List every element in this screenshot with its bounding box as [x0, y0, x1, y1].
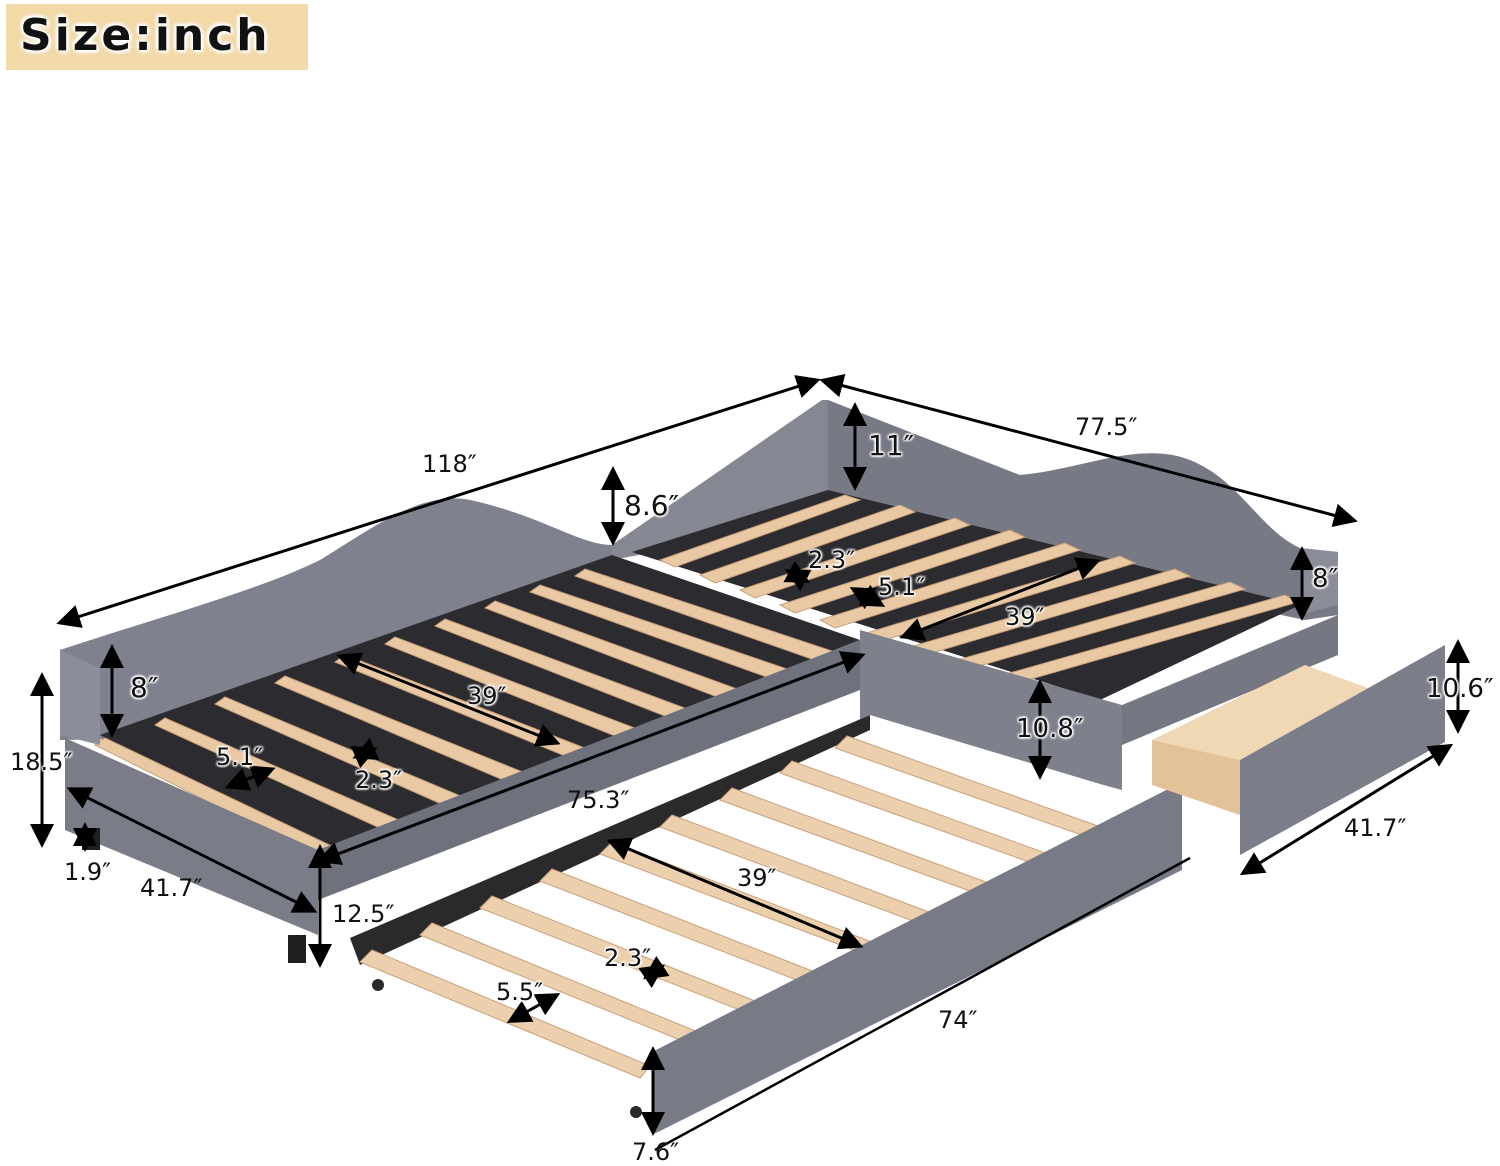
dim-left-slat-length: 39″	[467, 682, 507, 710]
dim-left-slat-spacing: 5.1″	[216, 743, 264, 771]
caster	[372, 979, 384, 991]
dim-trundle-length: 74″	[938, 1006, 978, 1034]
dim-overall-depth: 77.5″	[1075, 413, 1138, 441]
dim-drawer-height: 10.6″	[1426, 674, 1494, 704]
dim-right-slat-length: 39″	[1005, 603, 1045, 631]
size-unit-label: Size:inch	[20, 10, 271, 61]
dim-trundle-slat-length: 39″	[737, 864, 777, 892]
dim-center-panel-height: 10.8″	[1016, 714, 1084, 744]
drawer-box-side	[1152, 740, 1240, 815]
dim-trundle-slat-width: 2.3″	[604, 944, 652, 972]
dim-total-height: 18.5″	[10, 748, 73, 776]
dim-right-slat-width: 2.3″	[808, 546, 856, 574]
dim-trundle-height: 7.6″	[632, 1138, 680, 1166]
dim-back-height-left: 8.6″	[624, 489, 679, 522]
leg-front	[288, 935, 306, 963]
dim-front-width-left: 41.7″	[140, 874, 203, 902]
dimension-arrows	[30, 373, 1470, 1152]
caster	[630, 1106, 642, 1118]
dim-front-rail-height: 12.5″	[332, 900, 395, 928]
right-front-rail	[1122, 615, 1338, 745]
dim-right-slat-spacing: 5.1″	[878, 573, 926, 601]
dim-side-arm-right: 8″	[1312, 564, 1339, 594]
dim-trundle-slat-spacing: 5.5″	[496, 978, 544, 1006]
dim-left-bed-length: 75.3″	[567, 786, 630, 814]
dim-leg-height: 1.9″	[64, 858, 112, 886]
dim-side-arm-left: 8″	[130, 671, 159, 704]
dim-overall-length: 118″	[422, 450, 477, 478]
center-divider-panel	[860, 630, 1122, 790]
size-unit-badge: Size:inch	[6, 4, 308, 70]
dim-left-slat-width: 2.3″	[355, 766, 403, 794]
dim-drawer-width: 41.7″	[1344, 814, 1407, 842]
dim-back-height-corner: 11″	[868, 429, 915, 462]
left-side-arm	[60, 650, 100, 745]
trundle-front-panel	[652, 782, 1182, 1135]
drawer-box-interior	[1152, 665, 1368, 760]
